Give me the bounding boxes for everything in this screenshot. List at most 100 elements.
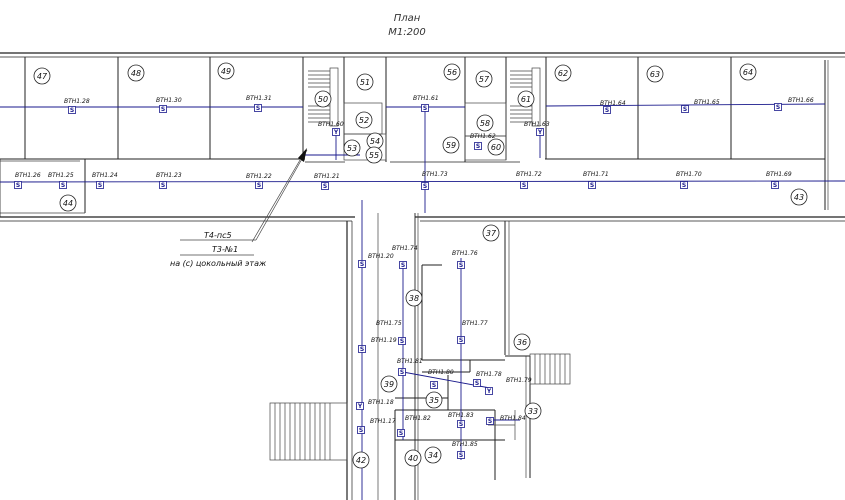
room-circle [425, 391, 443, 409]
sensor-label: ВТН1.72 [516, 171, 542, 178]
room-marker: 60 [487, 138, 505, 156]
sensor-box-icon [159, 105, 167, 113]
sensor: ВТН1.73S [421, 171, 448, 190]
staircase-wing-left [269, 402, 348, 461]
sensor-box-icon [486, 417, 494, 425]
room-circle [739, 63, 757, 81]
sensor-type-glyph: S [360, 261, 364, 268]
room-marker: 50 [314, 90, 332, 108]
room-number: 44 [63, 199, 73, 208]
sensor: ВТН1.22S [246, 173, 272, 189]
sensor-type-glyph: S [423, 105, 427, 112]
room-circle [380, 375, 398, 393]
room-number: 60 [491, 143, 501, 152]
sensor-box-icon [457, 261, 465, 269]
sensor-label: ВТН1.65 [694, 99, 720, 106]
sensor-box-icon [96, 181, 104, 189]
sensor-type-glyph: Y [333, 129, 339, 136]
sensor-type-glyph: S [522, 182, 526, 189]
room-number: 39 [384, 380, 394, 389]
room-marker: 58 [476, 114, 494, 132]
sensor: ВТН1.65S [681, 99, 720, 113]
sensor: ВТН1.69S [766, 171, 792, 189]
sensor-box-icon [399, 261, 407, 269]
sensor-label: ВТН1.60 [318, 121, 344, 128]
sensor-type-glyph: S [16, 182, 20, 189]
sensor-label: ВТН1.70 [676, 171, 702, 178]
room-number: 62 [558, 69, 568, 78]
sensor-type-glyph: Y [486, 388, 492, 395]
sensor-type-glyph: S [359, 427, 363, 434]
sensor-label: ВТН1.21 [314, 173, 340, 180]
room-circle [424, 446, 442, 464]
sensor: ВТН1.70S [676, 171, 702, 189]
room-circle [33, 67, 51, 85]
room-marker: 54 [366, 132, 384, 150]
sensor: ВТН1.79Y [485, 377, 532, 395]
sensor-label: ВТН1.84 [500, 415, 526, 422]
room-number: 36 [517, 338, 527, 347]
sensor-type-glyph: S [360, 346, 364, 353]
sensor-label: ВТН1.69 [766, 171, 792, 178]
sensor-box-icon [771, 181, 779, 189]
room-number: 47 [37, 72, 48, 81]
sensor: ВТН1.61S [413, 95, 439, 112]
sensor: ВТН1.77S [457, 320, 488, 344]
sensor-type-glyph: S [161, 106, 165, 113]
sensor: ВТН1.19S [358, 337, 397, 353]
sensor-label: ВТН1.81 [397, 358, 423, 365]
room-marker: 38 [405, 289, 423, 307]
sensor-box-icon [457, 420, 465, 428]
sensor: ВТН1.25S [48, 172, 74, 189]
sensor-box-icon [588, 181, 596, 189]
sensor-type-glyph: S [773, 182, 777, 189]
sensor-label: ВТН1.26 [15, 172, 41, 179]
sensor-type-glyph: S [432, 382, 436, 389]
sensor: ВТН1.31S [246, 95, 272, 112]
room-circle [476, 114, 494, 132]
room-number: 55 [369, 151, 379, 160]
room-circle [554, 64, 572, 82]
sensor-box-icon [774, 103, 782, 111]
room-number: 61 [521, 95, 531, 104]
sensor-markers: ВТН1.28SВТН1.30SВТН1.31SВТН1.60YВТН1.61S… [14, 95, 814, 459]
sensor-label: ВТН1.61 [413, 95, 439, 102]
sensor-box-icon [398, 337, 406, 345]
room-number: 40 [408, 454, 418, 463]
room-marker: 39 [380, 375, 398, 393]
sensor-label: ВТН1.18 [368, 399, 394, 406]
room-marker: 48 [127, 64, 145, 82]
room-circle [59, 194, 77, 212]
sensor-box-icon [473, 379, 481, 387]
room-circle [790, 188, 808, 206]
sensor-type-glyph: S [423, 183, 427, 190]
room-marker: 63 [646, 65, 664, 83]
room-circle [443, 63, 461, 81]
sensor-type-glyph: S [605, 107, 609, 114]
sensor-type-glyph: S [400, 338, 404, 345]
sensor: ВТН1.76S [452, 250, 478, 269]
room-number: 64 [743, 68, 753, 77]
room-marker: 36 [513, 333, 531, 351]
room-circle [365, 146, 383, 164]
room-number: 33 [528, 407, 538, 416]
room-circle [352, 451, 370, 469]
sensor-type-glyph: S [61, 182, 65, 189]
room-circle [487, 138, 505, 156]
sensor-type-glyph: S [70, 107, 74, 114]
room-circle [475, 70, 493, 88]
room-circle [482, 224, 500, 242]
building-walls [0, 52, 845, 500]
sensor: ВТН1.83S [448, 412, 474, 428]
room-circle [404, 449, 422, 467]
sensor-type-glyph: S [401, 262, 405, 269]
sensor-box-icon [159, 181, 167, 189]
sensor-box-icon [457, 451, 465, 459]
sensor-box-icon [14, 181, 22, 189]
sensor-type-glyph: S [399, 430, 403, 437]
room-number: 53 [347, 144, 357, 153]
sensor-type-glyph: S [161, 182, 165, 189]
room-marker: 57 [475, 70, 493, 88]
room-number: 49 [221, 67, 231, 76]
room-circle [343, 139, 361, 157]
